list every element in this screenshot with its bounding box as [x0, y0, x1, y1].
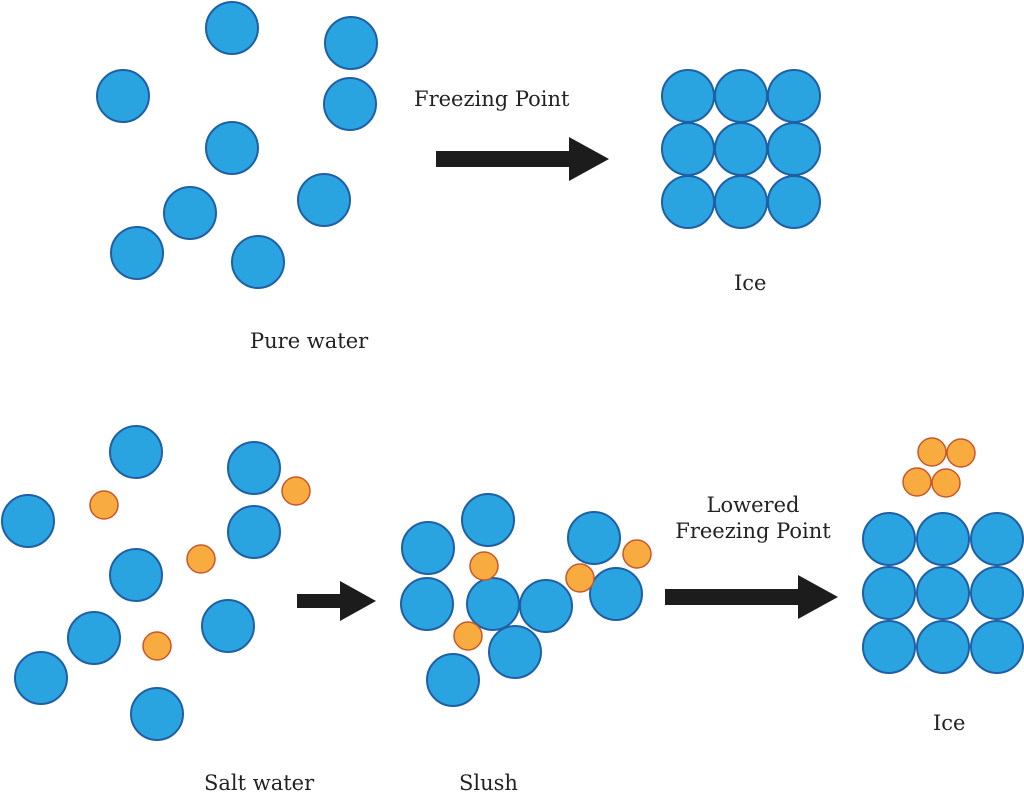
- ice-label-bottom: Ice: [933, 711, 966, 735]
- ice-molecule: [862, 512, 916, 566]
- molecules-layer: [1, 1, 1024, 741]
- ice-molecule: [767, 69, 821, 123]
- slush-salt-ion: [469, 551, 499, 581]
- freezing-arrow-bottom: [665, 575, 838, 619]
- ice-molecule: [714, 175, 768, 229]
- water-molecule: [323, 77, 377, 131]
- ice-molecule: [916, 620, 970, 674]
- water-molecule: [205, 1, 259, 55]
- salt-ion: [281, 476, 311, 506]
- ice-molecule: [767, 122, 821, 176]
- ice-molecule: [714, 69, 768, 123]
- water-molecule: [96, 69, 150, 123]
- pure-water-label: Pure water: [250, 329, 369, 353]
- ice-molecule: [661, 122, 715, 176]
- water-molecule: [130, 687, 184, 741]
- expelled-salt-ion: [902, 467, 932, 497]
- expelled-salt-ion: [946, 438, 976, 468]
- water-molecule: [201, 599, 255, 653]
- water-molecule: [1, 494, 55, 548]
- slush-water-molecule: [488, 625, 542, 679]
- ice-molecule: [916, 566, 970, 620]
- water-molecule: [227, 441, 281, 495]
- salt-water-label: Salt water: [204, 771, 315, 795]
- salt-ion: [142, 631, 172, 661]
- slush-water-molecule: [461, 493, 515, 547]
- slush-salt-ion: [453, 621, 483, 651]
- dissolve-arrow: [297, 581, 376, 621]
- water-molecule: [324, 16, 378, 70]
- slush-water-molecule: [567, 511, 621, 565]
- water-molecule: [231, 235, 285, 289]
- ice-molecule: [767, 175, 821, 229]
- ice-molecule: [661, 69, 715, 123]
- lowered-label-line1: Lowered: [706, 493, 800, 517]
- slush-water-molecule: [519, 579, 573, 633]
- ice-molecule: [661, 175, 715, 229]
- ice-molecule: [970, 620, 1024, 674]
- slush-water-molecule: [466, 577, 520, 631]
- slush-water-molecule: [589, 567, 643, 621]
- ice-molecule: [714, 122, 768, 176]
- expelled-salt-ion: [917, 437, 947, 467]
- slush-label: Slush: [459, 771, 518, 795]
- ice-molecule: [916, 512, 970, 566]
- water-molecule: [227, 505, 281, 559]
- ice-molecule: [862, 566, 916, 620]
- ice-molecule: [862, 620, 916, 674]
- slush-water-molecule: [426, 653, 480, 707]
- water-molecule: [109, 548, 163, 602]
- slush-water-molecule: [401, 521, 455, 575]
- water-molecule: [110, 226, 164, 280]
- slush-water-molecule: [400, 577, 454, 631]
- lowered-freezing-point-label: Lowered Freezing Point: [672, 492, 834, 545]
- water-molecule: [67, 611, 121, 665]
- water-molecule: [163, 186, 217, 240]
- slush-salt-ion: [565, 563, 595, 593]
- water-molecule: [14, 651, 68, 705]
- lowered-label-line2: Freezing Point: [675, 519, 831, 544]
- arrows-layer: [297, 137, 838, 621]
- salt-ion: [89, 490, 119, 520]
- ice-molecule: [970, 512, 1024, 566]
- water-molecule: [297, 173, 351, 227]
- water-molecule: [205, 121, 259, 175]
- ice-label-top: Ice: [734, 271, 767, 295]
- salt-ion: [186, 544, 216, 574]
- ice-molecule: [970, 566, 1024, 620]
- expelled-salt-ion: [931, 468, 961, 498]
- freezing-arrow-top: [436, 137, 609, 181]
- water-molecule: [109, 425, 163, 479]
- freezing-point-label: Freezing Point: [414, 87, 570, 111]
- slush-salt-ion: [622, 539, 652, 569]
